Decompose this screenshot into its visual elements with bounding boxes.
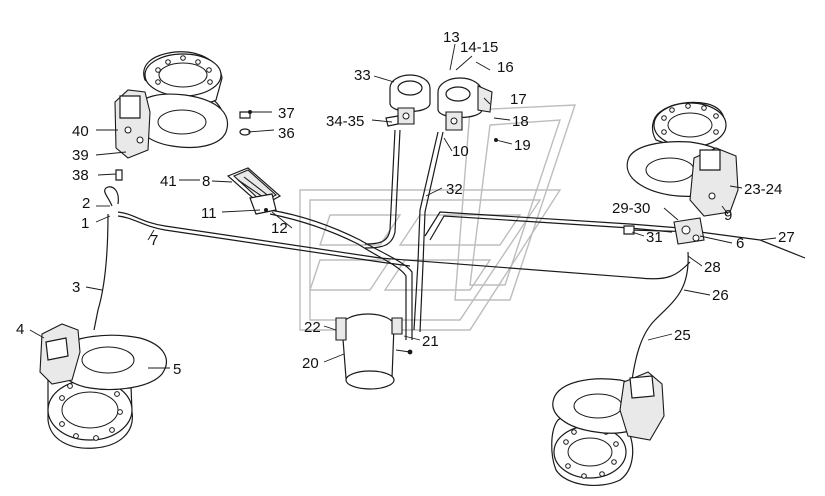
right-front-wheel-hub xyxy=(626,101,736,197)
label-10: 10 xyxy=(452,143,469,160)
label-26: 26 xyxy=(712,287,729,304)
label-28: 28 xyxy=(704,259,721,276)
label-18: 18 xyxy=(512,113,529,130)
right-rear-brake-caliper xyxy=(619,371,665,441)
label-11: 11 xyxy=(201,205,217,222)
air-tank xyxy=(335,313,413,390)
label-23-24: 23-24 xyxy=(744,181,782,198)
fitting-36-37 xyxy=(239,111,251,136)
label-9: 9 xyxy=(724,207,732,224)
label-33: 33 xyxy=(354,67,371,84)
label-16: 16 xyxy=(497,59,514,76)
label-25: 25 xyxy=(674,327,691,344)
label-2: 2 xyxy=(82,195,90,212)
label-1: 1 xyxy=(81,215,89,232)
label-21: 21 xyxy=(422,333,439,350)
label-12: 12 xyxy=(271,220,288,237)
label-13: 13 xyxy=(443,29,460,46)
label-31: 31 xyxy=(646,229,663,246)
part-labels: 1 2 3 4 5 6 7 41 8 9 10 11 12 13 14-15 1… xyxy=(16,29,795,378)
label-5: 5 xyxy=(173,361,181,378)
left-front-brake-caliper xyxy=(114,89,151,159)
label-41: 41 xyxy=(160,173,177,190)
label-40: 40 xyxy=(72,123,89,140)
label-8: 8 xyxy=(202,173,210,190)
left-front-wheel-hub xyxy=(133,51,228,149)
label-38: 38 xyxy=(72,167,89,184)
label-3: 3 xyxy=(72,279,80,296)
watermark-logo xyxy=(299,104,576,331)
label-6: 6 xyxy=(736,235,744,252)
label-14-15: 14-15 xyxy=(460,39,498,56)
fitting-38 xyxy=(115,169,123,181)
left-rear-brake-caliper xyxy=(39,323,81,385)
label-17: 17 xyxy=(510,91,527,108)
brake-chamber-33 xyxy=(385,74,431,127)
right-front-brake-caliper xyxy=(689,147,739,217)
label-36: 36 xyxy=(278,125,295,142)
label-34-35: 34-35 xyxy=(326,113,364,130)
leader-lines xyxy=(29,43,777,369)
brake-chamber-16-17 xyxy=(437,77,493,131)
label-37: 37 xyxy=(278,105,295,122)
label-39: 39 xyxy=(72,147,89,164)
label-29-30: 29-30 xyxy=(612,200,650,217)
label-22: 22 xyxy=(304,319,321,336)
label-27: 27 xyxy=(778,229,795,246)
relay-valve xyxy=(623,217,705,245)
left-rear-wheel-hub xyxy=(47,334,167,449)
label-7: 7 xyxy=(150,232,158,249)
label-32: 32 xyxy=(446,181,463,198)
label-4: 4 xyxy=(16,321,24,338)
brake-pedal-valve xyxy=(226,167,282,215)
label-19: 19 xyxy=(514,137,531,154)
label-20: 20 xyxy=(302,355,319,372)
